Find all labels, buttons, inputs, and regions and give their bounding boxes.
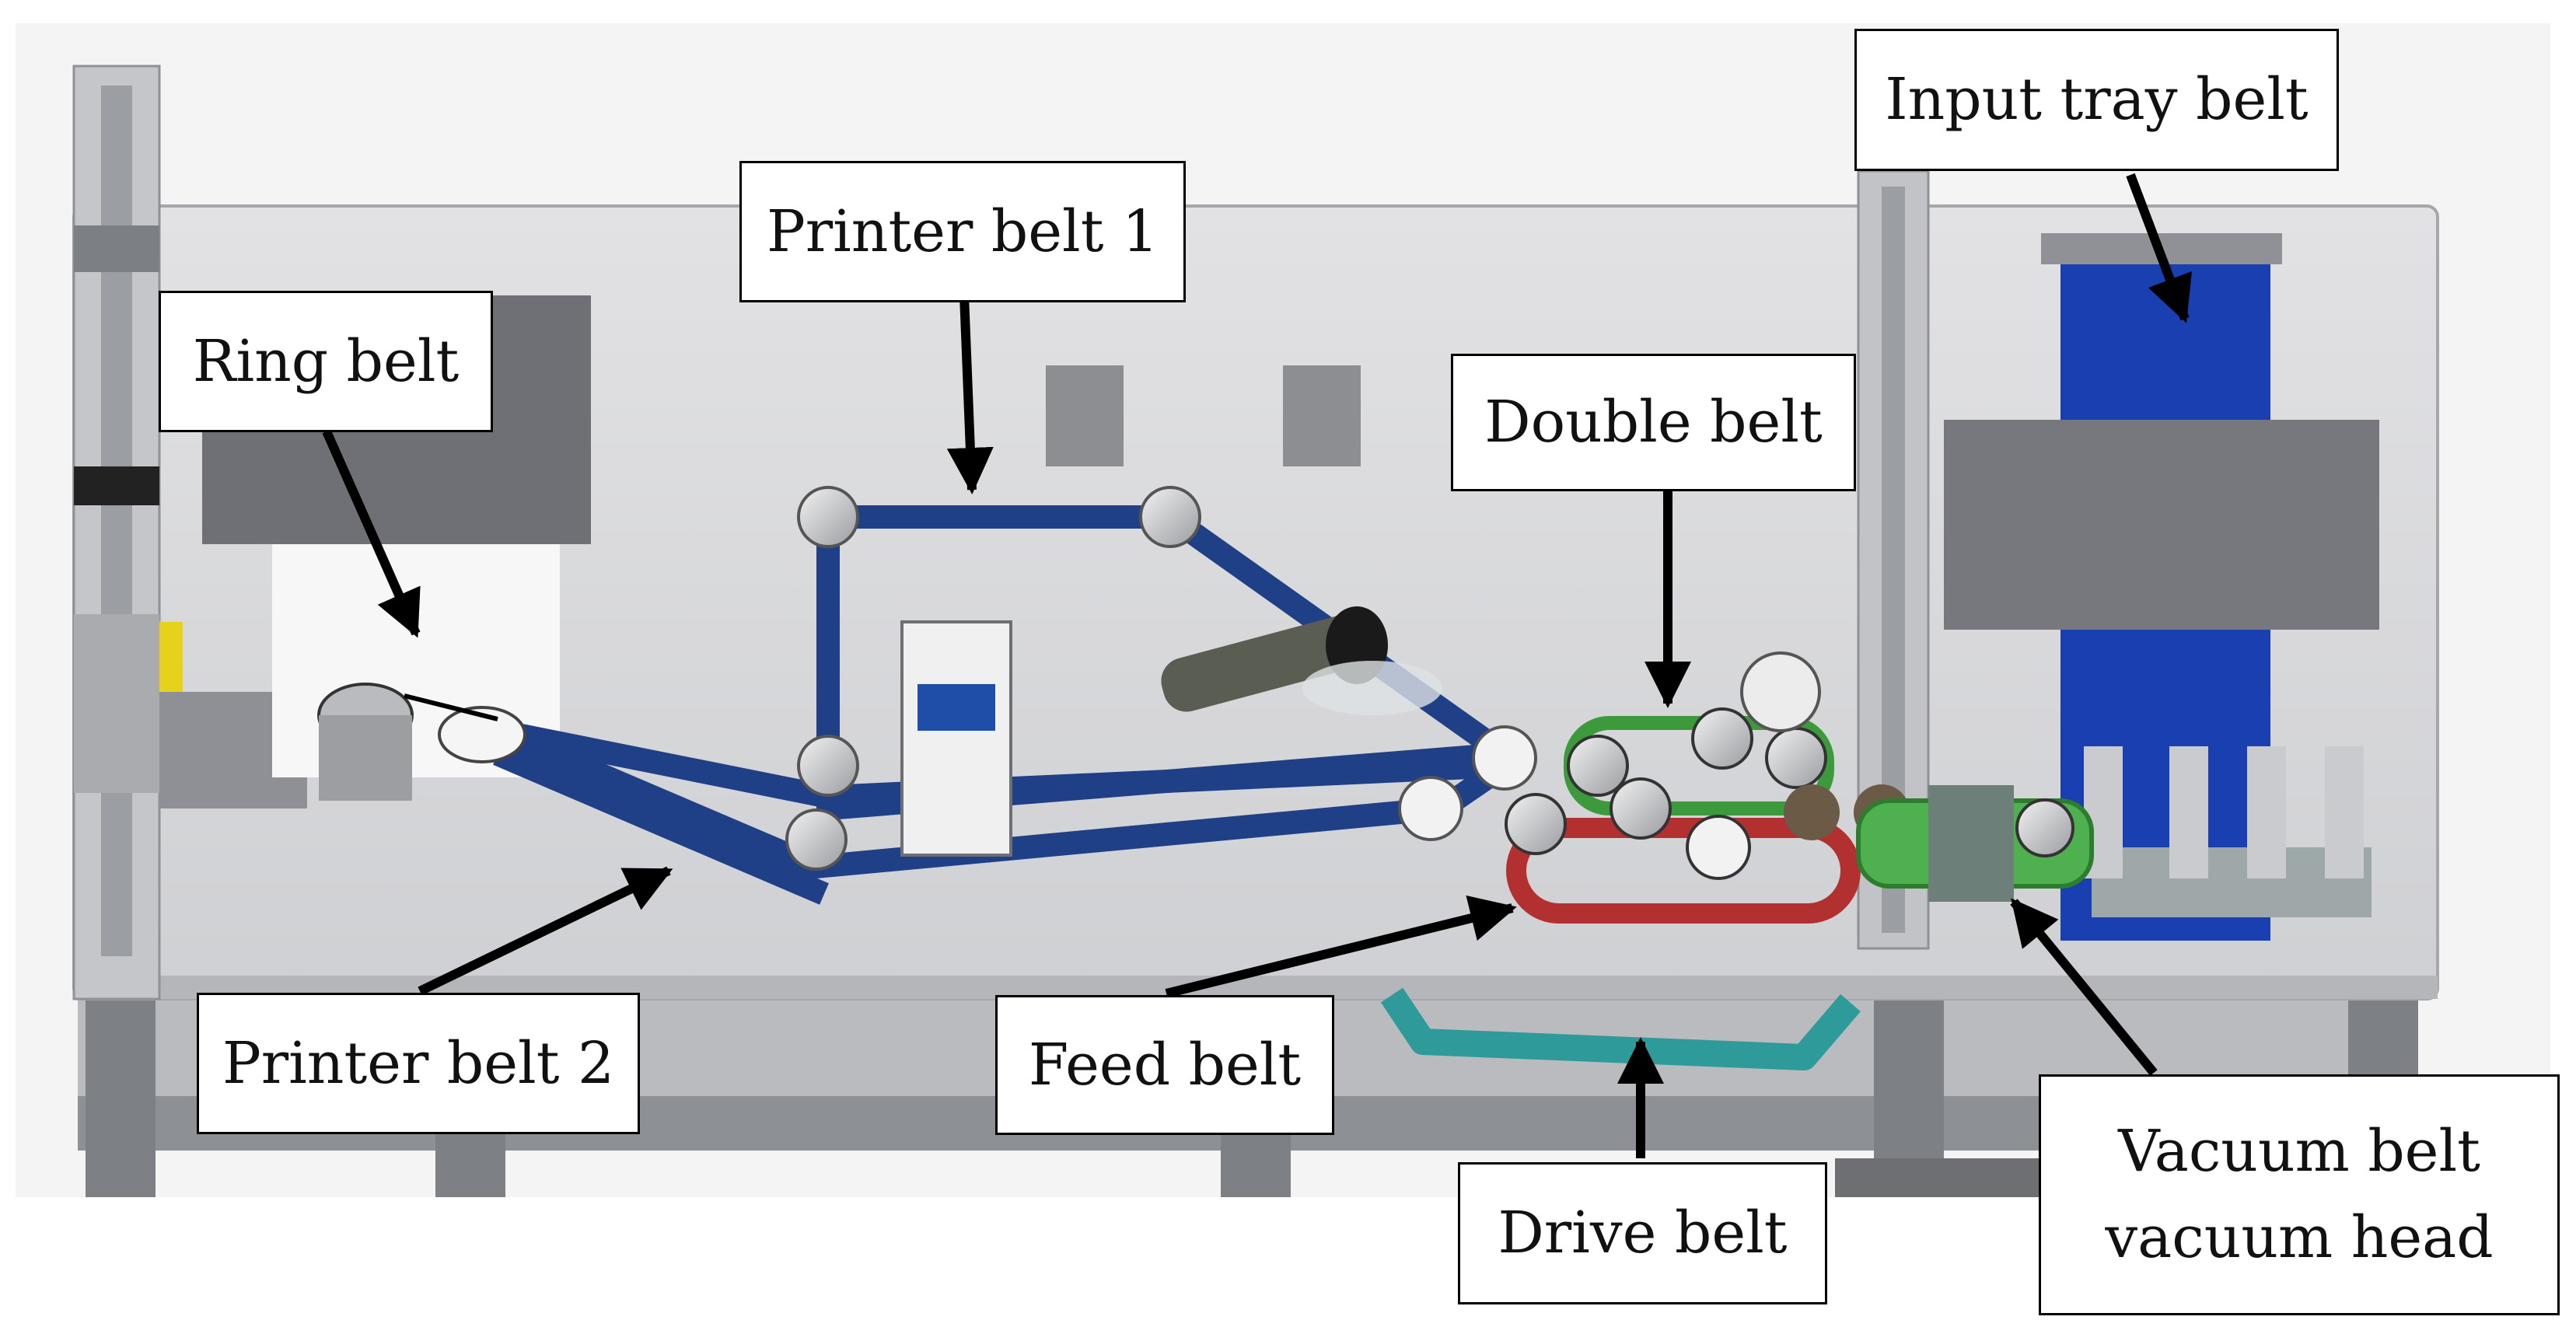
left-rod-assembly xyxy=(72,65,307,1000)
ring-belt-assembly xyxy=(317,683,526,801)
label-vacuum-belt-line2: vacuum head xyxy=(2105,1204,2494,1271)
drive-belt xyxy=(1380,987,1861,1070)
label-vacuum-belt-line1: Vacuum belt xyxy=(2118,1118,2480,1185)
label-feed-belt: Feed belt xyxy=(995,995,1334,1135)
label-vacuum-belt-vacuum-head: Vacuum belt vacuum head xyxy=(2039,1074,2560,1315)
tension-arm xyxy=(1161,606,1442,715)
arrow-input-tray-belt xyxy=(2126,173,2192,323)
stepper-motor-2 xyxy=(1283,365,1361,466)
label-ring-belt: Ring belt xyxy=(159,291,493,432)
printer-belt-2 xyxy=(486,719,1516,878)
printer-belt-2-lower xyxy=(493,743,829,905)
vacuum-head xyxy=(1928,785,2014,902)
printer-pulleys xyxy=(785,486,1537,871)
arrow-feed-belt xyxy=(1165,895,1517,998)
feed-belt xyxy=(1506,818,1861,924)
arrow-printer-belt-1 xyxy=(946,295,994,494)
printer-head xyxy=(900,620,1012,857)
stepper-motor-1 xyxy=(1046,365,1124,466)
vacuum-pulley xyxy=(2015,798,2074,857)
label-printer-belt-2: Printer belt 2 xyxy=(197,993,640,1134)
double-belt-pulleys xyxy=(1567,651,1827,797)
printer-cartridge xyxy=(918,684,995,731)
callout-arrows xyxy=(322,173,2192,1158)
label-double-belt: Double belt xyxy=(1451,354,1856,491)
label-printer-belt-1: Printer belt 1 xyxy=(739,161,1186,302)
arrow-printer-belt-2 xyxy=(418,866,673,996)
label-drive-belt: Drive belt xyxy=(1458,1162,1827,1304)
label-input-tray-belt: Input tray belt xyxy=(1854,29,2339,171)
arrow-vacuum-belt xyxy=(2010,898,2158,1076)
arrow-ring-belt xyxy=(322,429,421,638)
